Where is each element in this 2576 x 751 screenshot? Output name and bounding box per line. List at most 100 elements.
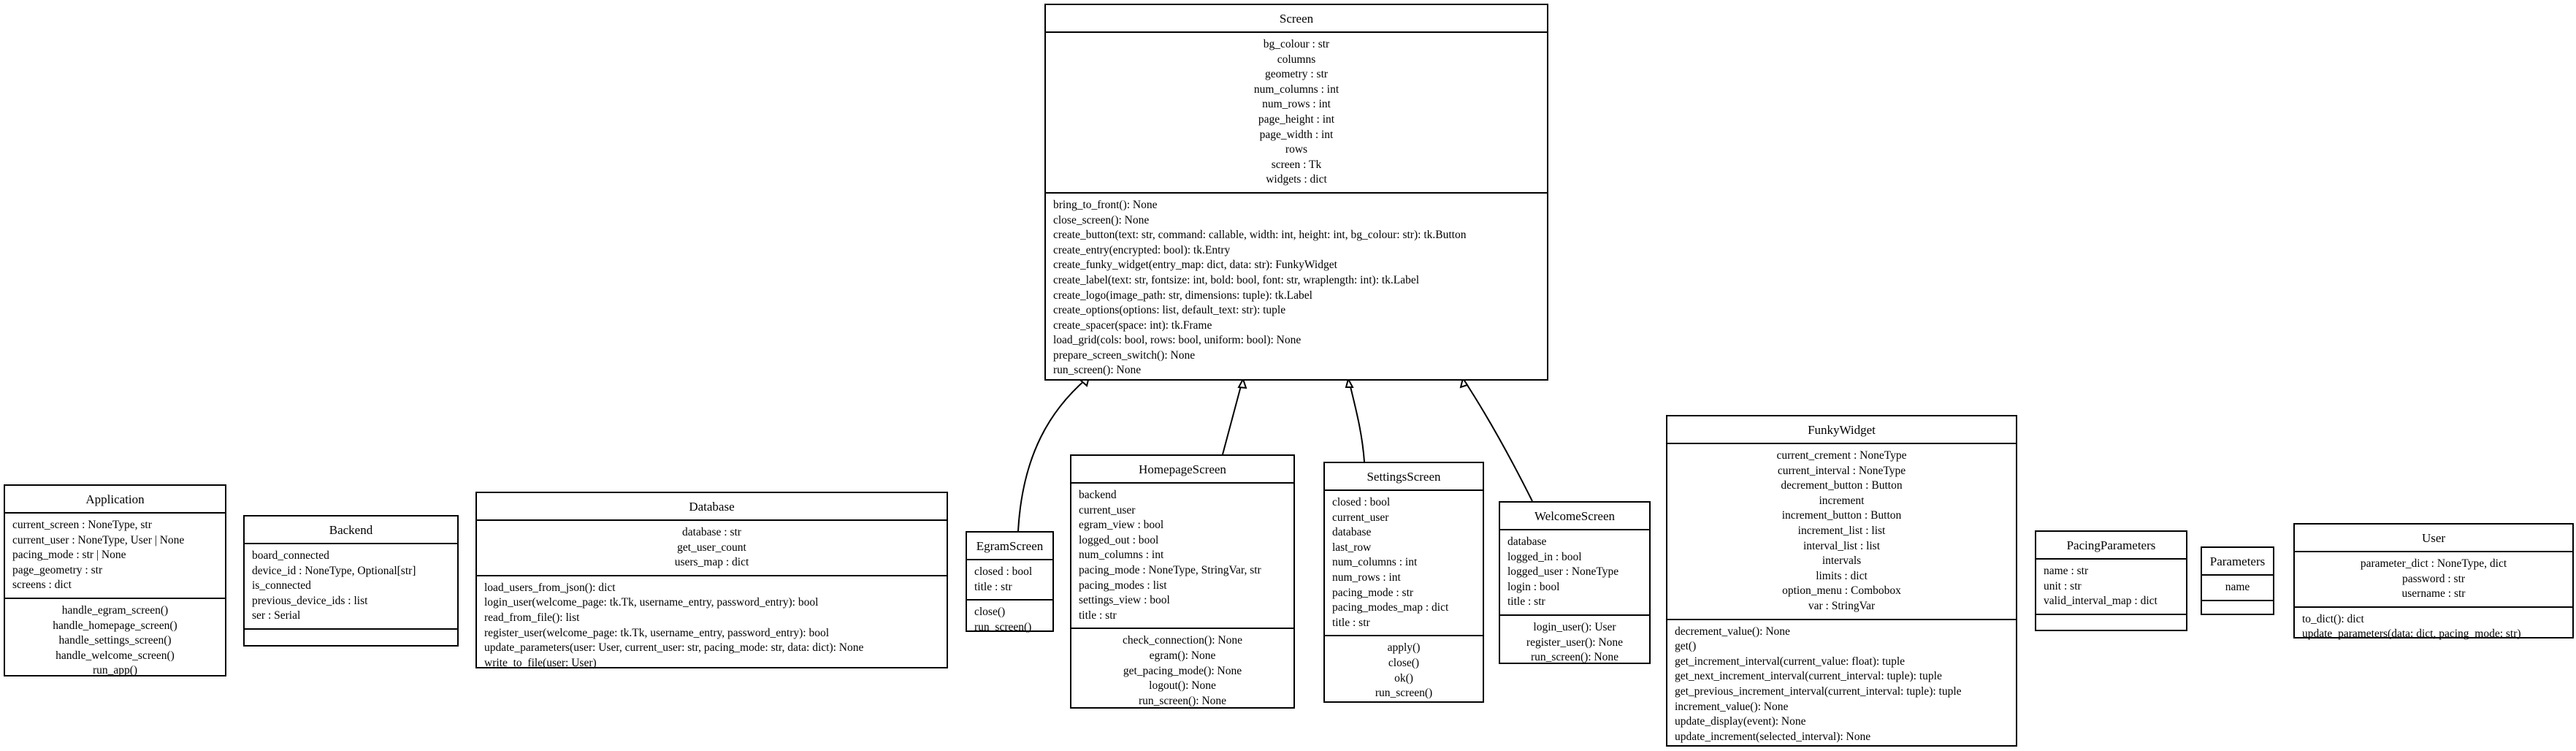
class-method: run_screen(): None	[1138, 694, 1227, 707]
attribute-list: name	[2202, 576, 2273, 601]
class-method: create_logo(image_path: str, dimensions:…	[1053, 289, 1312, 302]
class-attribute: var : StringVar	[1808, 599, 1876, 612]
edge-egram-to-screen	[1017, 378, 1087, 532]
class-method: register_user(welcome_page: tk.Tk, usern…	[484, 626, 830, 639]
method-list: handle_egram_screen() handle_homepage_scr…	[5, 599, 225, 683]
class-attribute: title : str	[1507, 595, 1545, 609]
class-method: handle_homepage_screen()	[53, 619, 177, 632]
class-title: EgramScreen	[967, 533, 1052, 560]
class-method: to_dict(): dict	[2302, 612, 2364, 625]
edge-settings-to-screen	[1348, 380, 1365, 462]
class-method: login_user(welcome_page: tk.Tk, username…	[484, 596, 819, 609]
class-method: apply()	[1387, 641, 1421, 655]
class-title: PacingParameters	[2036, 532, 2186, 560]
class-attribute: option_menu : Combobox	[1782, 584, 1901, 598]
class-attribute: logged_in : bool	[1507, 550, 1582, 563]
class-attribute: ser : Serial	[252, 609, 301, 622]
class-method: close_screen(): None	[1053, 213, 1150, 226]
class-method: get_next_increment_interval(current_inte…	[1675, 670, 1942, 683]
class-method: increment_value(): None	[1675, 700, 1789, 713]
class-method: close()	[1388, 656, 1420, 669]
class-method: check_connection(): None	[1123, 634, 1242, 647]
class-attribute: logged_user : NoneType	[1507, 565, 1619, 579]
class-attribute: num_rows : int	[1332, 571, 1401, 584]
class-attribute: get_user_count	[677, 541, 746, 554]
class-attribute: database : str	[682, 526, 741, 538]
class-method: run_screen()	[974, 620, 1032, 633]
class-method: bring_to_front(): None	[1053, 198, 1158, 211]
class-attribute: pacing_mode : str | None	[12, 549, 126, 562]
method-list	[2202, 601, 2273, 628]
class-attribute: page_width : int	[1259, 128, 1334, 141]
class-attribute: widgets : dict	[1266, 173, 1327, 186]
class-attribute: num_columns : int	[1079, 549, 1164, 562]
class-attribute: username : str	[2401, 587, 2466, 601]
class-attribute: logged_out : bool	[1079, 533, 1159, 546]
class-method: load_grid(cols: bool, rows: bool, unifor…	[1053, 334, 1302, 347]
class-title: Backend	[245, 516, 457, 544]
class-attribute: unit : str	[2044, 579, 2082, 592]
class-application: Application current_screen : NoneType, s…	[4, 484, 226, 676]
class-attribute: name : str	[2044, 565, 2089, 577]
class-method: create_funky_widget(entry_map: dict, dat…	[1053, 259, 1337, 272]
class-attribute: closed : bool	[1332, 496, 1391, 508]
class-attribute: page_height : int	[1258, 113, 1335, 126]
class-attribute: board_connected	[252, 549, 329, 562]
class-attribute: name	[2225, 581, 2250, 593]
class-method: get()	[1675, 640, 1697, 653]
class-method: run_screen()	[1375, 687, 1433, 700]
inherit-arrow-settings	[1345, 377, 1354, 388]
class-title: Screen	[1046, 5, 1547, 33]
class-method: login_user(): User	[1533, 620, 1616, 633]
class-method: get_pacing_mode(): None	[1123, 664, 1242, 677]
class-method: handle_egram_screen()	[61, 603, 169, 617]
class-method: close()	[974, 606, 1006, 619]
class-attribute: current_user	[1332, 511, 1389, 524]
class-title: SettingsScreen	[1325, 463, 1483, 491]
class-method: get_increment_interval(current_value: fl…	[1675, 655, 1906, 668]
class-method: prepare_screen_switch(): None	[1053, 348, 1196, 362]
class-attribute: geometry : str	[1264, 68, 1329, 81]
method-list: bring_to_front(): None close_screen(): No…	[1046, 194, 1547, 383]
method-list: close()run_screen()	[967, 601, 1052, 639]
class-method: logout(): None	[1149, 679, 1216, 693]
class-settings-screen: SettingsScreen closed : bool current_user…	[1323, 462, 1484, 703]
class-method: run_screen(): None	[1053, 364, 1142, 377]
class-attribute: columns	[1277, 53, 1316, 66]
class-attribute: bg_colour : str	[1263, 38, 1330, 50]
class-method: handle_settings_screen()	[58, 634, 172, 647]
method-list: apply()close()ok()run_screen()	[1325, 636, 1483, 705]
class-method: run_screen(): None	[1530, 651, 1619, 664]
class-method: update_display(event): None	[1675, 715, 1806, 728]
class-method: register_user(): None	[1526, 636, 1624, 649]
class-method: write_to_file(user: User)	[484, 656, 597, 669]
class-attribute: increment_button : Button	[1781, 509, 1902, 522]
class-attribute: pacing_mode : str	[1332, 586, 1414, 599]
class-attribute: limits : dict	[1816, 569, 1868, 582]
class-attribute: screens : dict	[12, 579, 72, 592]
class-attribute: pacing_modes_map : dict	[1332, 601, 1449, 614]
class-parameters: Parameters name	[2201, 546, 2274, 615]
class-attribute: current_interval : NoneType	[1777, 464, 1906, 477]
class-method: create_spacer(space: int): tk.Frame	[1053, 319, 1212, 332]
class-attribute: title : str	[1332, 616, 1370, 629]
class-method: read_from_file(): list	[484, 611, 580, 624]
class-method: handle_welcome_screen()	[56, 649, 175, 662]
class-attribute: backend	[1079, 489, 1117, 501]
class-attribute: pacing_modes : list	[1079, 579, 1167, 592]
